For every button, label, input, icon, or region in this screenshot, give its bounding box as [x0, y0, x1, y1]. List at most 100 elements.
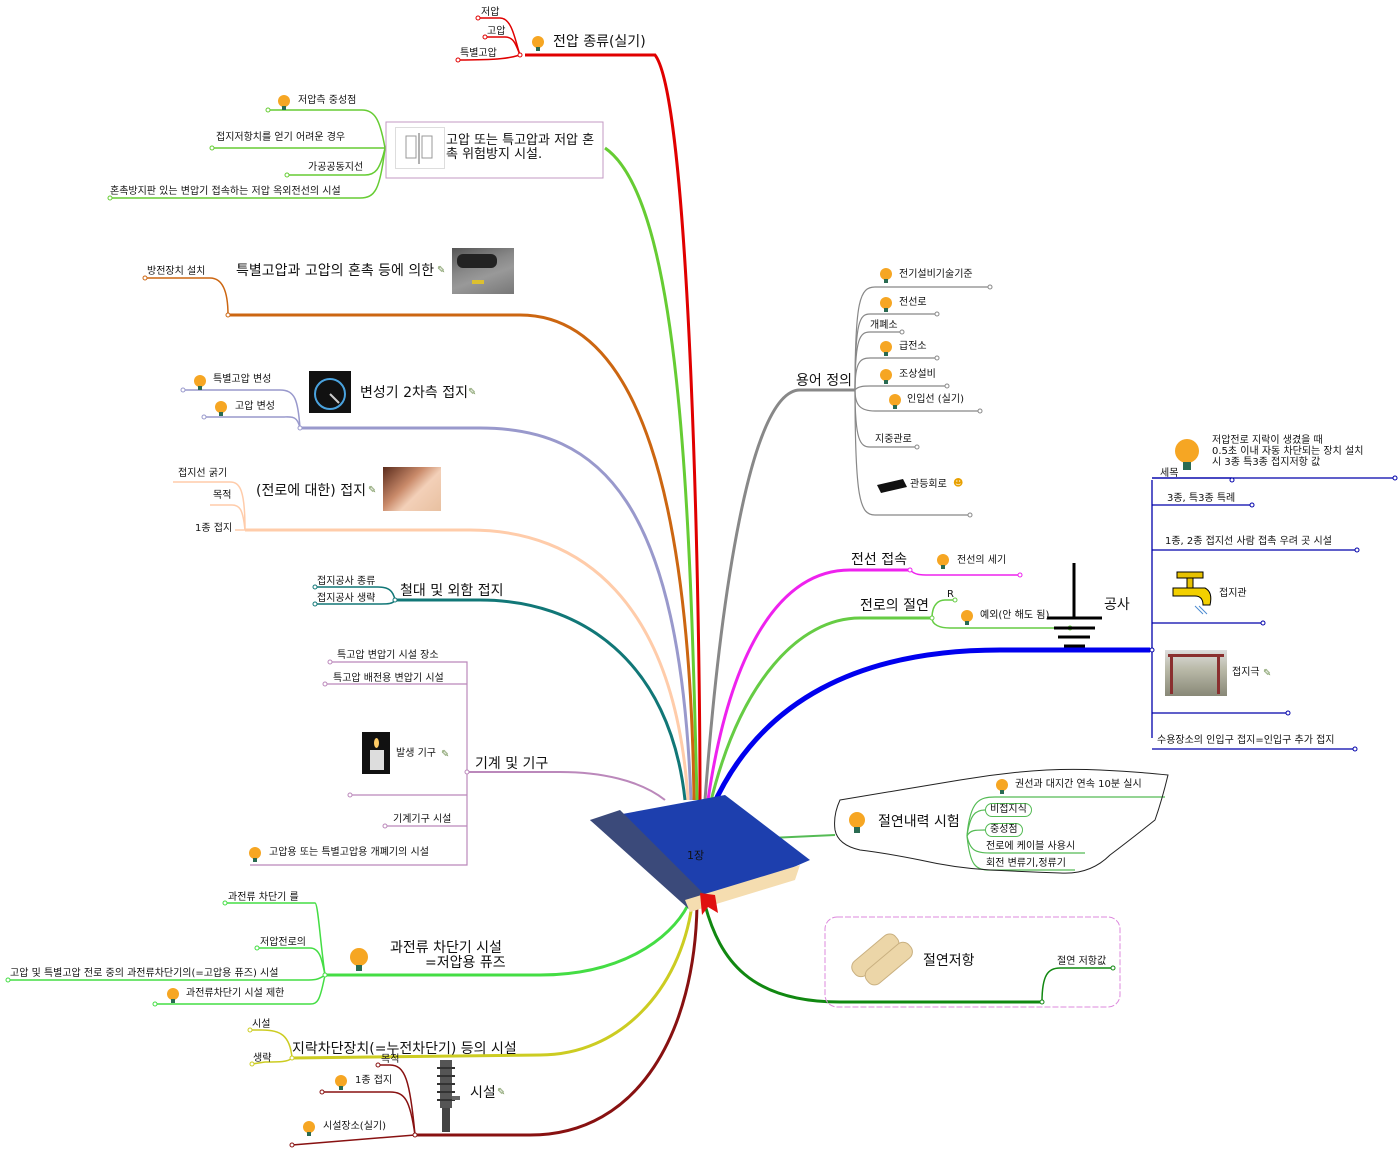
branch-overcurrent-line1[interactable]: 과전류 차단기 시설: [390, 940, 502, 956]
insulation-test-cloud: [834, 768, 1169, 874]
lightbulb-icon: [877, 266, 895, 284]
child-hard-ground-resistance[interactable]: 접지저항치를 얻기 어려운 경우: [216, 132, 346, 143]
child-special-distribution-transformer[interactable]: 특고압 배전용 변압기 시설: [333, 673, 444, 684]
edge-insulation-of-circuit: [708, 616, 932, 806]
child-switchgear-installation[interactable]: 고압용 또는 특별고압용 개폐기의 시설: [269, 847, 429, 858]
branch-wire-connection[interactable]: 전선 접속: [851, 552, 907, 568]
child-high-transformer[interactable]: 고압 변성: [235, 401, 275, 412]
child-r[interactable]: R: [947, 589, 954, 600]
child-tech-standard[interactable]: 전기설비기술기준: [899, 269, 973, 280]
branch-insulation-test[interactable]: 절연내력 시험: [878, 814, 960, 830]
branch-voltage-types[interactable]: 전압 종류(실기): [553, 34, 646, 50]
child-mix-prevention-plate[interactable]: 혼촉방지판 있는 변압기 접속하는 저압 옥외전선의 시설: [110, 186, 341, 197]
child-wire-strength[interactable]: 전선의 세기: [957, 555, 1007, 566]
child-ground-work-omit[interactable]: 접지공사 생략: [317, 593, 376, 604]
child-underground-conduit[interactable]: 지중관로: [875, 434, 912, 445]
ground-symbol-icon: [1047, 563, 1102, 648]
branch-circuit-ground[interactable]: (전로에 대한) 접지: [256, 483, 366, 499]
branch-facility[interactable]: 시설: [470, 1085, 496, 1101]
lightbulb-icon: [886, 392, 904, 410]
child-class1-ground[interactable]: 1종 접지: [195, 523, 233, 534]
tip-line3: 시 3종 특3종 접지저항 값: [1212, 457, 1321, 468]
book-icon: [590, 795, 810, 915]
child-high-fuse-installation[interactable]: 고압 및 특별고압 전로 중의 과전류차단기의(=고압용 퓨즈) 시설: [10, 968, 279, 979]
branch-frame-ground[interactable]: 철대 및 외함 접지: [400, 583, 504, 599]
child-low-side-neutral[interactable]: 저압측 중성점: [298, 95, 357, 106]
tip-line1: 저압전로 지락이 생겼을 때: [1212, 435, 1323, 446]
lightbulb-icon: [300, 1119, 318, 1137]
road-photo: [452, 248, 514, 294]
child-rotary-converter[interactable]: 회전 변류기,정류기: [986, 858, 1066, 869]
child-switching-station[interactable]: 개폐소: [870, 320, 898, 331]
child-machine-installation[interactable]: 기계기구 시설: [393, 814, 452, 825]
child-low-voltage-circuit[interactable]: 저압전로의: [260, 937, 306, 948]
child-facility-location[interactable]: 시설장소(실기): [323, 1121, 387, 1132]
child-overhead-common-ground[interactable]: 가공공동지선: [308, 162, 364, 173]
child-exception[interactable]: 예외(안 해도 됨): [980, 610, 1050, 621]
child-neutral-point[interactable]: 중성점: [985, 823, 1023, 837]
child-discharge-device[interactable]: 방전장치 설치: [147, 266, 206, 277]
branch-definitions[interactable]: 용어 정의: [796, 373, 852, 389]
tube-photo: [875, 477, 909, 495]
branch-machines[interactable]: 기계 및 기구: [475, 756, 549, 772]
child-class3-exception[interactable]: 3종, 특3종 특례: [1167, 493, 1236, 504]
lightbulb-icon: [345, 945, 373, 973]
branch-construction[interactable]: 공사: [1104, 597, 1130, 613]
lightbulb-icon: [993, 777, 1011, 795]
branch-earth-leakage[interactable]: 지락차단장치(=누전차단기) 등의 시설: [292, 1041, 517, 1057]
child-ground-wire-thickness[interactable]: 접지선 굵기: [178, 468, 228, 479]
child-ground-electrode[interactable]: 접지극: [1232, 667, 1260, 678]
child-service-drop[interactable]: 인입선 (실기): [907, 394, 964, 405]
edge-earth-leakage: [291, 904, 694, 1060]
root-node-book[interactable]: 1장: [590, 795, 810, 915]
insulator-photo: [432, 1058, 462, 1134]
child-power-line[interactable]: 전선로: [899, 297, 927, 308]
note-icon: ✎: [441, 749, 450, 760]
lightbulb-icon: [212, 399, 230, 417]
root-label: 1장: [687, 849, 705, 862]
branch-overcurrent-line2[interactable]: =저압용 퓨즈: [425, 955, 506, 971]
child-special-high-voltage[interactable]: 특별고압: [460, 48, 497, 59]
child-facility-purpose[interactable]: 목적: [381, 1054, 400, 1065]
child-low-voltage[interactable]: 저압: [481, 7, 500, 18]
child-service-entrance-ground[interactable]: 수용장소의 인입구 접지=인입구 추가 접지: [1157, 735, 1335, 746]
branch-insulation-resistance[interactable]: 절연저항: [923, 953, 975, 969]
tip-line2: 0.5초 이내 자동 차단되는 장치 설치: [1212, 446, 1364, 457]
portrait-photo: [383, 467, 441, 511]
child-generator-device[interactable]: 발생 기구: [396, 748, 436, 759]
gauge-photo: [309, 371, 351, 413]
edge-facility: [415, 904, 699, 1137]
child-ungrounded[interactable]: 비접지식: [985, 803, 1032, 817]
ground-electrode-photo: [1165, 650, 1227, 696]
edge-construction: [709, 647, 1150, 810]
mix-prevention-box: [385, 121, 604, 179]
child-el-omit[interactable]: 생략: [253, 1053, 272, 1064]
child-el-installation[interactable]: 시설: [252, 1019, 271, 1030]
child-special-high-transformer[interactable]: 특별고압 변성: [213, 374, 272, 385]
edge-overcurrent: [325, 904, 690, 977]
branch-special-mix[interactable]: 특별고압과 고압의 혼촉 등에 의한: [236, 263, 435, 279]
lightbulb-icon: [845, 810, 869, 834]
child-breaker-limit[interactable]: 과전류차단기 시설 제한: [186, 988, 285, 999]
edge-definitions: [703, 388, 855, 801]
child-overcurrent-breaker[interactable]: 과전류 차단기 를: [228, 892, 299, 903]
child-facility-class1[interactable]: 1종 접지: [355, 1075, 393, 1086]
branch-insulation-of-circuit[interactable]: 전로의 절연: [860, 598, 929, 614]
child-class12-contact[interactable]: 1종, 2종 접지선 사람 접촉 우려 곳 시설: [1165, 536, 1332, 547]
edge-insulation-resistance: [703, 904, 1042, 1004]
child-high-voltage[interactable]: 고압: [487, 26, 506, 37]
child-details[interactable]: 세목: [1160, 468, 1179, 479]
branch-transformer-secondary[interactable]: 변성기 2차측 접지: [360, 385, 468, 401]
child-cable-use[interactable]: 전로에 케이블 사용시: [986, 841, 1076, 852]
edge-insulation-test: [769, 834, 836, 839]
child-insulation-resistance-value[interactable]: 절연 저항값: [1057, 956, 1107, 967]
branch-mix-prevention[interactable]: 고압 또는 특고압과 저압 혼촉 위험방지 시설.: [446, 133, 595, 162]
child-special-transformer-location[interactable]: 특고압 변압기 시설 장소: [337, 650, 439, 661]
child-dispatch-station[interactable]: 급전소: [899, 341, 927, 352]
child-lamp-circuit[interactable]: 관등회로: [910, 479, 947, 490]
child-phase-modifier[interactable]: 조상설비: [899, 369, 936, 380]
child-ground-work-types[interactable]: 접지공사 종류: [317, 576, 376, 587]
child-ground-pipe[interactable]: 접지관: [1219, 588, 1247, 599]
child-purpose[interactable]: 목적: [213, 490, 232, 501]
child-winding-test[interactable]: 권선과 대지간 연속 10분 실시: [1015, 779, 1142, 790]
